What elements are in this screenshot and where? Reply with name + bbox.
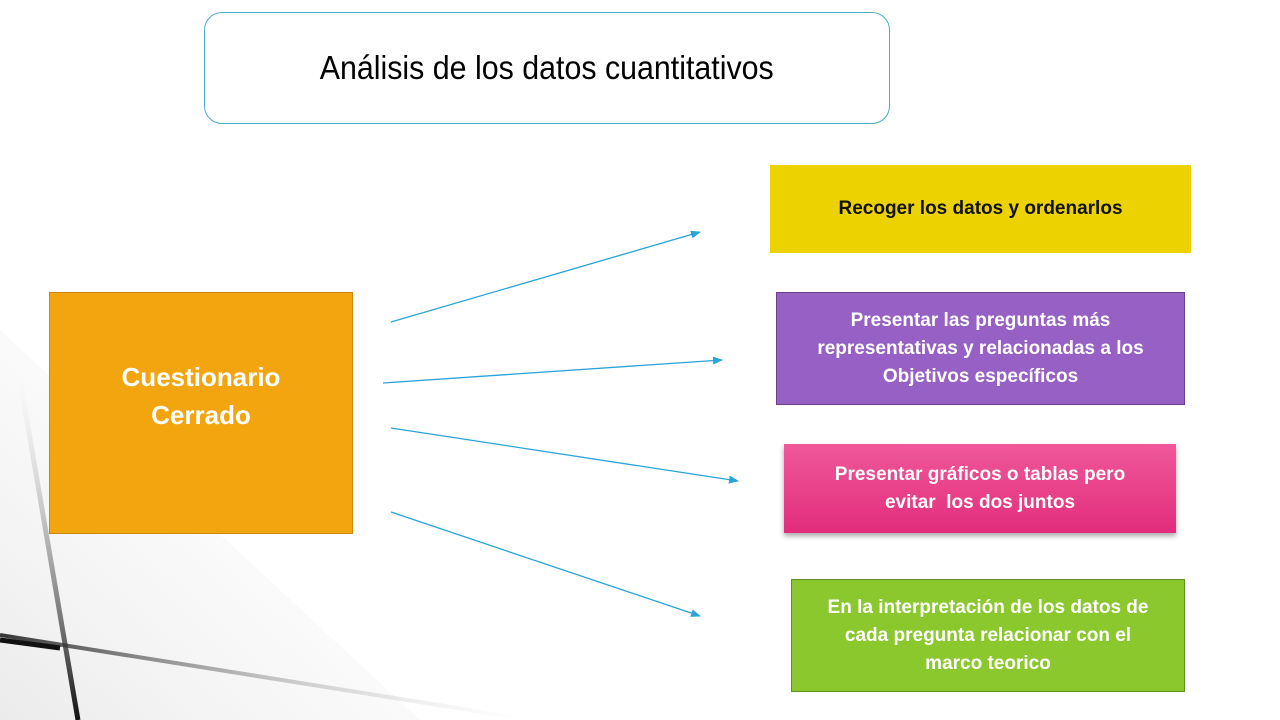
step-presentar-preguntas: Presentar las preguntas más representati… (776, 292, 1185, 405)
arrow-to-step-3 (390, 427, 739, 484)
source-node-cuestionario: Cuestionario Cerrado (49, 292, 353, 534)
source-label-line2: Cerrado (151, 400, 251, 430)
title-box: Análisis de los datos cuantitativos (204, 12, 890, 124)
step-2-line-2: representativas y relacionadas a los (817, 337, 1144, 359)
arrow-to-step-1 (390, 230, 701, 323)
step-4-line-2: cada pregunta relacionar con el (844, 624, 1132, 646)
step-4-line-3: marco teorico (925, 652, 1051, 674)
step-3-line-1: Presentar gráficos o tablas pero (834, 463, 1126, 485)
step-2-line-1: Presentar las preguntas más (850, 309, 1111, 331)
step-presentar-graficos: Presentar gráficos o tablas pero evitar … (784, 444, 1176, 533)
step-recoger-datos: Recoger los datos y ordenarlos (770, 165, 1191, 253)
source-label-line1: Cuestionario (121, 362, 281, 392)
arrow-to-step-4 (390, 511, 701, 617)
page-title: Análisis de los datos cuantitativos (320, 49, 774, 86)
step-3-line-2: evitar los dos juntos (884, 491, 1076, 513)
arrow-to-step-2 (382, 356, 723, 384)
step-2-line-3: Objetivos específicos (882, 365, 1079, 387)
step-1-text: Recoger los datos y ordenarlos (838, 198, 1123, 219)
step-4-line-1: En la interpretación de los datos de (827, 596, 1149, 618)
step-interpretacion: En la interpretación de los datos de cad… (791, 579, 1185, 692)
